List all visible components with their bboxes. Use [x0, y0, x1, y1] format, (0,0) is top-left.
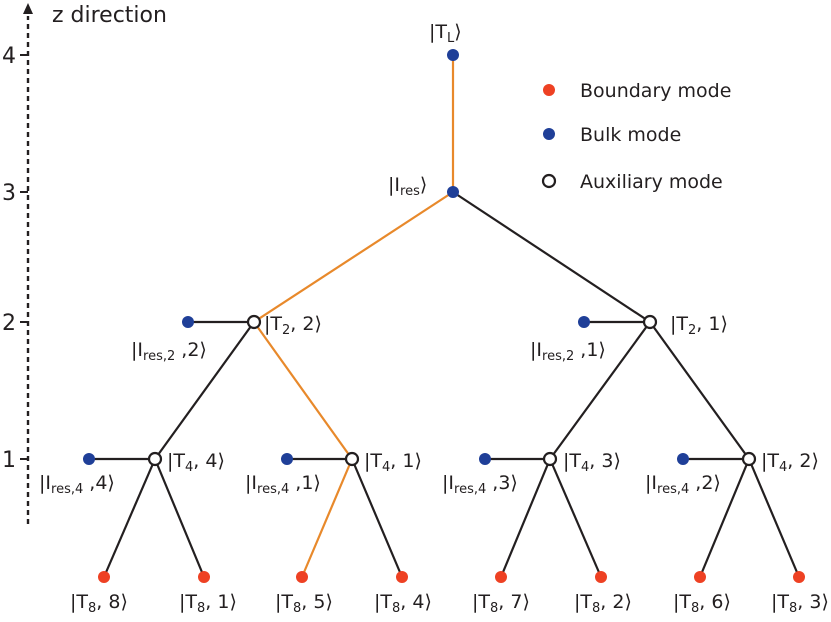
- node-t86-ket-label: |T8, 6⟩: [673, 591, 731, 616]
- tree-edge: [698, 458, 751, 578]
- tree-edge: [350, 458, 404, 578]
- tree-edge: [452, 191, 651, 323]
- highlighted-edge: [300, 458, 354, 578]
- node-ir21-ket-label: |Ires,2 ,1⟩: [530, 339, 606, 364]
- tree-edge: [549, 321, 651, 460]
- node-ir22-bulk-mode: [182, 316, 194, 328]
- node-t82-boundary-mode: [595, 571, 607, 583]
- node-t87-ket-label: |T8, 7⟩: [472, 591, 530, 616]
- node-t22-auxiliary-mode: [246, 314, 262, 330]
- node-t21-auxiliary-mode: [642, 314, 658, 330]
- node-t41-auxiliary-mode: [344, 451, 360, 467]
- node-ir41-bulk-mode: [281, 453, 293, 465]
- node-t82-ket-label: |T8, 2⟩: [574, 591, 632, 616]
- node-ires-bulk-mode: [447, 186, 459, 198]
- node-ir42-ket-label: |Ires,4 ,2⟩: [645, 472, 721, 497]
- node-t42-ket-label: |T4, 2⟩: [761, 450, 819, 475]
- node-t86-boundary-mode: [694, 571, 706, 583]
- node-t83-ket-label: |T8, 3⟩: [771, 591, 829, 616]
- node-t88-ket-label: |T8, 8⟩: [70, 591, 128, 616]
- legend-bulk-label: Bulk mode: [580, 124, 681, 146]
- node-t84-ket-label: |T8, 4⟩: [374, 591, 432, 616]
- node-tl-bulk-mode: [447, 49, 459, 61]
- z-axis-title: z direction: [52, 3, 167, 28]
- tree-edge: [102, 458, 157, 578]
- node-t43-auxiliary-mode: [542, 451, 558, 467]
- legend-boundary-marker: [543, 84, 555, 96]
- node-t22-ket-label: |T2, 2⟩: [264, 313, 322, 338]
- legend: Boundary mode Bulk mode Auxiliary mode: [541, 80, 731, 193]
- node-ir42-bulk-mode: [677, 453, 689, 465]
- z-axis: z direction 1 2 3 4: [2, 3, 167, 524]
- highlighted-edge: [253, 191, 454, 323]
- node-t85-ket-label: |T8, 5⟩: [275, 591, 333, 616]
- node-ires-ket-label: |Ires⟩: [388, 174, 427, 199]
- tree-node-labels: |TL⟩ |Ires⟩ |T2, 2⟩ |T2, 1⟩ |Ires,2 ,2⟩ |Ires…: [39, 21, 829, 616]
- tree-edge: [747, 458, 801, 578]
- node-t43-ket-label: |T4, 3⟩: [563, 450, 621, 475]
- node-ir41-ket-label: |Ires,4 ,1⟩: [245, 472, 321, 497]
- node-ir21-bulk-mode: [578, 316, 590, 328]
- node-tl-ket-label: |TL⟩: [429, 21, 462, 46]
- legend-auxiliary-label: Auxiliary mode: [580, 171, 723, 193]
- node-t44-auxiliary-mode: [147, 451, 163, 467]
- node-ir43-ket-label: |Ires,4 ,3⟩: [442, 472, 518, 497]
- z-tick-label: 1: [2, 448, 16, 473]
- node-t42-auxiliary-mode: [741, 451, 757, 467]
- node-t84-boundary-mode: [396, 571, 408, 583]
- node-ir22-ket-label: |Ires,2 ,2⟩: [131, 339, 207, 364]
- tree-edges: [89, 55, 801, 578]
- tree-edge: [499, 458, 552, 578]
- node-t44-ket-label: |T4, 4⟩: [167, 450, 225, 475]
- legend-bulk-marker: [543, 128, 555, 140]
- node-t85-boundary-mode: [296, 571, 308, 583]
- legend-boundary-label: Boundary mode: [580, 80, 731, 102]
- tree-edge: [154, 321, 255, 460]
- node-t87-boundary-mode: [495, 571, 507, 583]
- tree-edge: [649, 321, 750, 460]
- highlighted-edge: [253, 321, 353, 460]
- node-t41-ket-label: |T4, 1⟩: [364, 450, 422, 475]
- tree-edge: [153, 458, 206, 578]
- node-ir44-bulk-mode: [83, 453, 95, 465]
- node-t88-boundary-mode: [98, 571, 110, 583]
- z-tick-label: 2: [2, 311, 16, 336]
- node-t81-ket-label: |T8, 1⟩: [179, 591, 237, 616]
- z-tick-label: 3: [2, 181, 16, 206]
- z-axis-arrowhead-icon: [23, 3, 33, 14]
- node-t81-boundary-mode: [198, 571, 210, 583]
- node-ir44-ket-label: |Ires,4 ,4⟩: [39, 472, 115, 497]
- node-t21-ket-label: |T2, 1⟩: [670, 313, 728, 338]
- node-t83-boundary-mode: [793, 571, 805, 583]
- legend-auxiliary-marker: [541, 173, 557, 189]
- tree-edge: [548, 458, 603, 578]
- z-tick-label: 4: [2, 44, 16, 69]
- node-ir43-bulk-mode: [479, 453, 491, 465]
- tree-nodes: [83, 49, 805, 583]
